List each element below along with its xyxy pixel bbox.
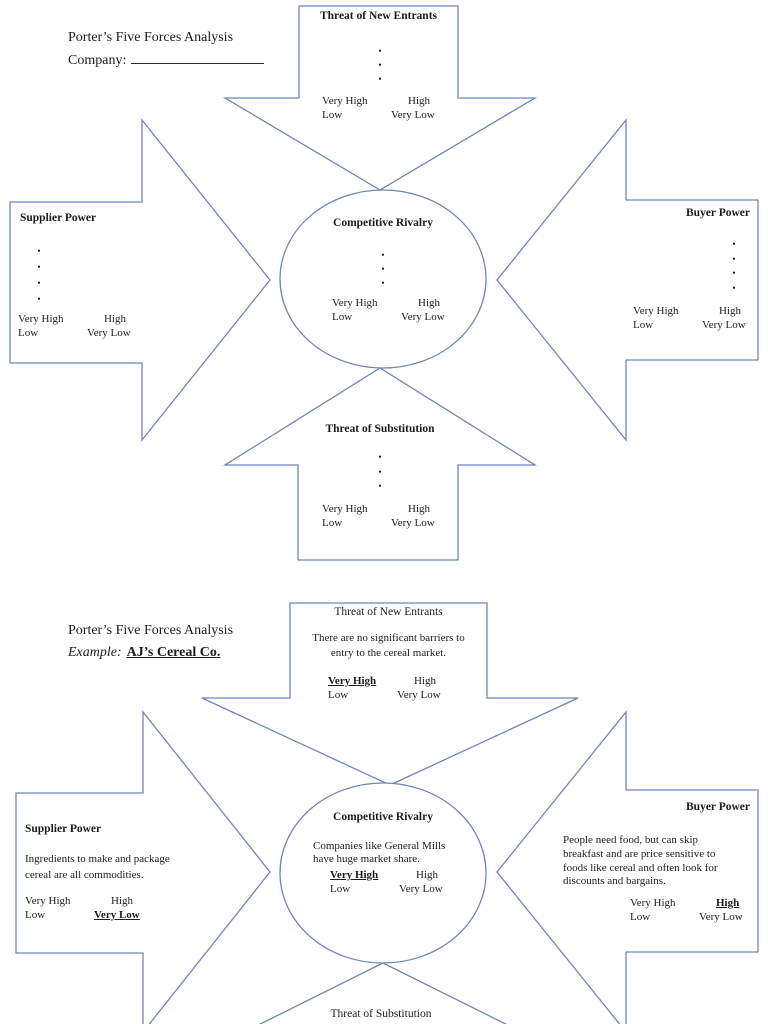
d2-threat-substitution-arrow xyxy=(258,962,508,1024)
d1-header: Porter’s Five Forces Analysis Company: xyxy=(68,27,265,72)
scale-high: High xyxy=(414,675,436,687)
scale-high: High xyxy=(408,95,430,107)
d2-supplier-power-title: Supplier Power xyxy=(25,823,102,835)
scale-very-low: Very Low xyxy=(401,310,445,323)
scale-very-high-selected: Very High xyxy=(328,675,377,687)
scale-very-high: Very High xyxy=(322,503,368,515)
scale-very-low: Very Low xyxy=(399,882,443,895)
d1-supplier-power-bullets: •••• xyxy=(37,246,41,304)
scale-low: Low xyxy=(332,310,353,323)
d2-threat-new-entrants-arrow xyxy=(201,602,579,786)
d2-competitive-rivalry-title: Competitive Rivalry xyxy=(333,811,433,823)
scale-high: High xyxy=(408,503,430,515)
scale-high: High xyxy=(416,869,438,881)
scale-low: Low xyxy=(25,908,46,921)
d1-threat-new-entrants-arrow xyxy=(222,5,538,191)
scale-very-low: Very Low xyxy=(699,910,743,923)
scale-low: Low xyxy=(630,910,651,923)
d1-supplier-power-arrow xyxy=(9,118,271,442)
scale-very-high: Very High xyxy=(18,313,64,325)
d1-threat-new-entrants-bullets: ••• xyxy=(378,46,382,84)
scale-low: Low xyxy=(633,318,654,331)
scale-very-low: Very Low xyxy=(391,516,435,529)
company-blank-line xyxy=(131,49,265,64)
example-company-name: AJ’s Cereal Co. xyxy=(126,645,221,660)
scale-high: High xyxy=(111,895,133,907)
d1-threat-new-entrants-title: Threat of New Entrants xyxy=(319,10,438,22)
scale-low: Low xyxy=(328,688,349,701)
scale-very-low: Very Low xyxy=(397,688,441,701)
scale-very-low: Very Low xyxy=(391,108,435,121)
scale-low: Low xyxy=(322,516,343,529)
d2-buyer-power-title: Buyer Power xyxy=(686,801,750,813)
d1-competitive-rivalry-bullets: ••• xyxy=(381,250,385,288)
d1-threat-substitution-arrow xyxy=(222,367,538,561)
scale-high: High xyxy=(104,313,126,325)
scale-very-high-selected: Very High xyxy=(330,869,379,881)
d2-threat-substitution-title: Threat of Substitution xyxy=(330,1008,432,1020)
d1-header-title: Porter’s Five Forces Analysis xyxy=(68,30,234,45)
scale-very-high: Very High xyxy=(332,297,378,309)
scale-high-selected: High xyxy=(716,897,740,909)
d2-competitive-rivalry-ellipse xyxy=(279,782,487,964)
d1-supplier-power-title: Supplier Power xyxy=(20,212,97,224)
example-label: Example: xyxy=(68,645,122,660)
scale-high: High xyxy=(719,305,741,317)
d2-buyer-power-arrow xyxy=(496,710,759,1024)
scale-low: Low xyxy=(18,326,39,339)
d2-header-title: Porter’s Five Forces Analysis xyxy=(68,623,234,638)
d1-competitive-rivalry-title: Competitive Rivalry xyxy=(333,217,433,229)
scale-high: High xyxy=(418,297,440,309)
scale-low: Low xyxy=(322,108,343,121)
d1-buyer-power-arrow xyxy=(496,118,759,442)
d1-competitive-rivalry-ellipse xyxy=(279,189,487,369)
scale-very-high: Very High xyxy=(630,897,676,909)
scale-very-high: Very High xyxy=(633,305,679,317)
scale-very-high: Very High xyxy=(25,895,71,907)
d2-example-line: Example: AJ’s Cereal Co. xyxy=(68,642,233,664)
d1-threat-substitution-bullets: ••• xyxy=(378,452,382,491)
d1-company-line: Company: xyxy=(68,49,265,72)
scale-very-high: Very High xyxy=(322,95,368,107)
company-label: Company: xyxy=(68,53,127,68)
d2-supplier-power-arrow xyxy=(15,710,271,1024)
d1-buyer-power-bullets: •••• xyxy=(732,239,736,293)
scale-low: Low xyxy=(330,882,351,895)
scale-very-low-selected: Very Low xyxy=(94,908,140,921)
d1-threat-substitution-title: Threat of Substitution xyxy=(325,423,435,435)
d1-buyer-power-title: Buyer Power xyxy=(686,207,750,219)
scale-very-low: Very Low xyxy=(702,318,746,331)
d2-threat-new-entrants-title: Threat of New Entrants xyxy=(334,606,443,618)
scale-very-low: Very Low xyxy=(87,326,131,339)
d2-header: Porter’s Five Forces Analysis Example: AJ… xyxy=(68,620,233,664)
